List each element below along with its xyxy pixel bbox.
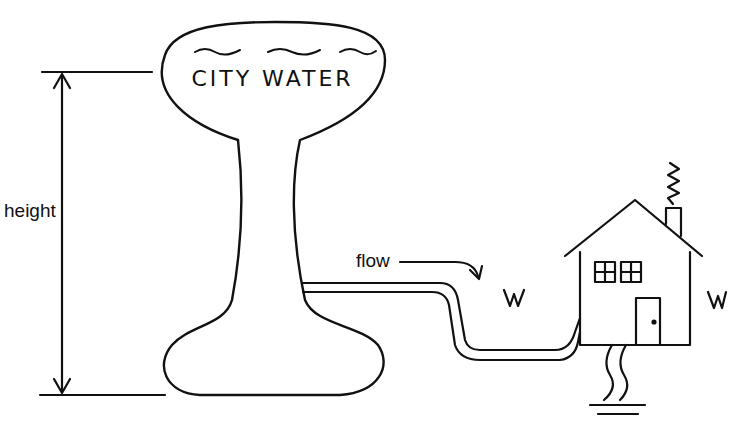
- water-wave: [340, 49, 376, 54]
- window: [595, 262, 615, 282]
- drain-pipe: [620, 345, 627, 400]
- arrow-head: [54, 379, 70, 393]
- dimension-line: [61, 76, 63, 391]
- chimney: [666, 208, 681, 236]
- water-wave: [195, 49, 240, 55]
- dimension-tick: [40, 394, 165, 396]
- door: [636, 298, 660, 345]
- tank-label: CITY WATER: [155, 66, 390, 91]
- window: [621, 262, 641, 282]
- arrow-head: [470, 266, 482, 279]
- tower-outline: [162, 22, 385, 395]
- dimension-tick: [42, 71, 152, 73]
- window: [595, 262, 615, 282]
- smoke: [668, 163, 679, 204]
- house-roof: [565, 200, 702, 256]
- ground-line: [590, 405, 645, 414]
- flow-arrow: [400, 262, 478, 276]
- arrow-head: [54, 74, 70, 88]
- door-knob: [653, 321, 656, 324]
- water-tower: CITY WATER: [155, 18, 390, 403]
- grass-tuft: [708, 292, 726, 308]
- flow-label: flow: [354, 250, 392, 272]
- water-wave: [268, 49, 320, 55]
- grass-tuft: [504, 290, 524, 306]
- window: [621, 262, 641, 282]
- house-wall: [580, 252, 690, 345]
- dimension-label: height: [2, 200, 58, 222]
- drain-pipe: [604, 345, 613, 400]
